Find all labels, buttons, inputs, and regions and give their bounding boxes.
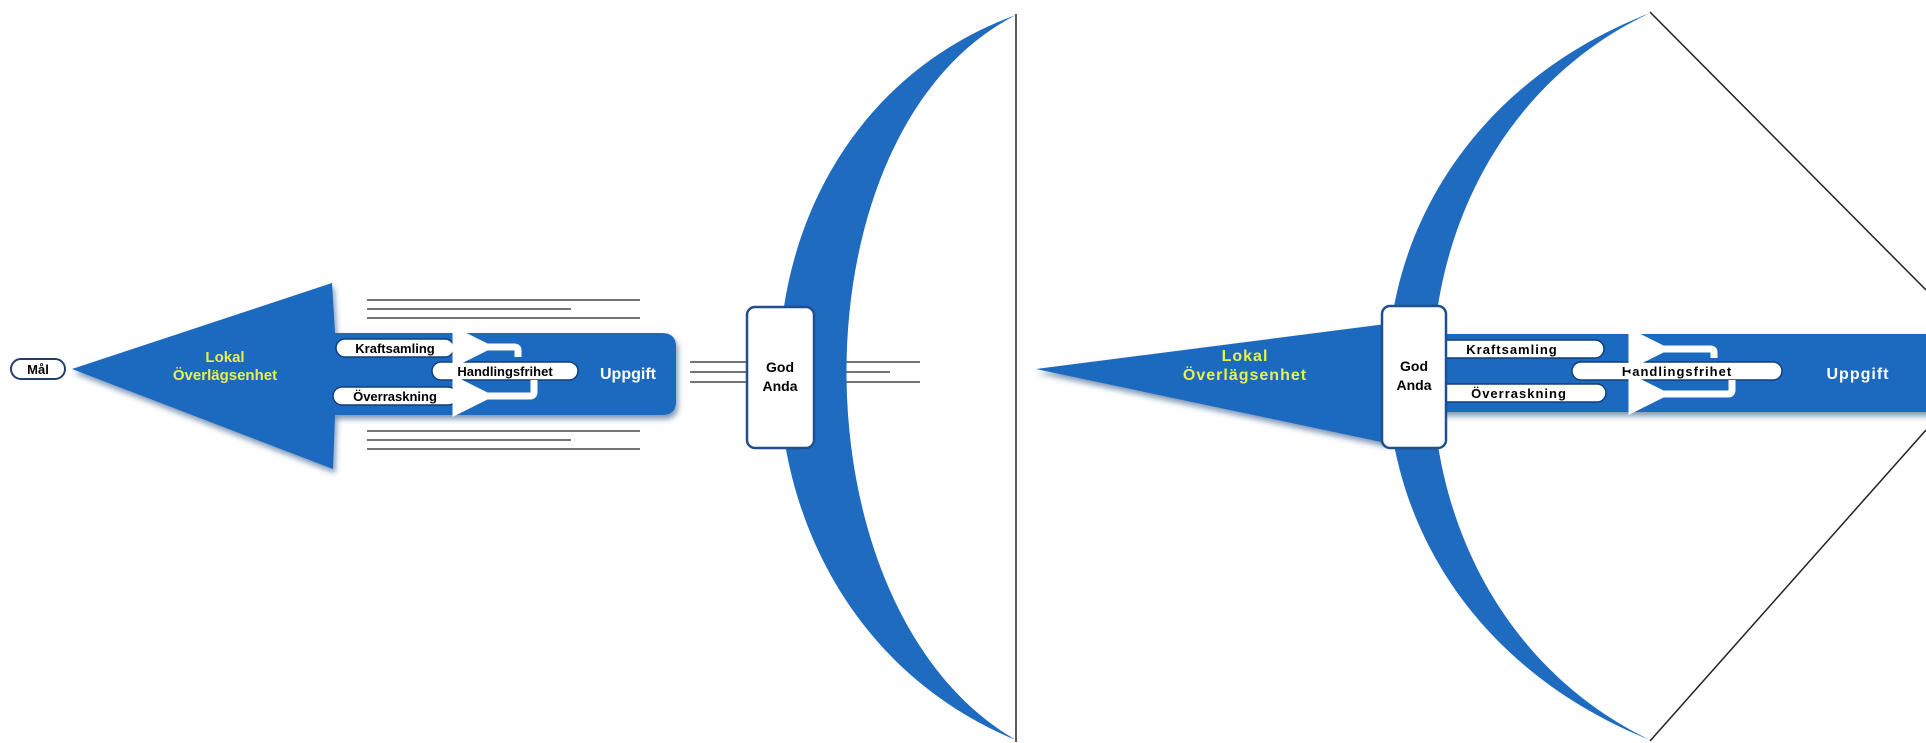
left-diagram: Mål Lokal Överlägsenhet Kraftsamling Han… xyxy=(10,14,1017,742)
left-grip-box: God Anda xyxy=(745,305,816,450)
right-grip-line2: Anda xyxy=(1397,377,1432,393)
svg-text:Överraskning: Överraskning xyxy=(353,389,437,404)
speed-lines-top xyxy=(367,299,640,319)
svg-text:Handlingsfrihet: Handlingsfrihet xyxy=(1622,364,1732,379)
right-bow-string xyxy=(1649,11,1926,742)
right-head-label-line1: Lokal xyxy=(1222,348,1269,365)
right-pill-handlingsfrihet: Handlingsfrihet xyxy=(1571,361,1783,381)
right-head-label-line2: Överlägsenhet xyxy=(1183,365,1307,384)
right-white-curved-arrows xyxy=(1628,328,1736,415)
right-tail-label: Uppgift xyxy=(1827,366,1890,383)
goal-label: Mål xyxy=(27,362,49,377)
speed-lines-bottom xyxy=(367,430,640,450)
left-grip-line1: God xyxy=(766,359,794,375)
svg-text:Överraskning: Överraskning xyxy=(1471,386,1567,401)
left-bow-limb xyxy=(779,15,1016,740)
svg-text:Handlingsfrihet: Handlingsfrihet xyxy=(457,364,553,379)
left-arrow-body xyxy=(72,283,676,469)
right-bow-limb xyxy=(1387,13,1650,740)
goal-pill: Mål xyxy=(10,358,66,380)
left-pill-overraskning: Överraskning xyxy=(332,386,458,406)
right-pill-kraftsamling: Kraftsamling xyxy=(1431,339,1605,359)
svg-text:Kraftsamling: Kraftsamling xyxy=(355,341,435,356)
right-pill-overraskning: Överraskning xyxy=(1431,383,1607,403)
left-head-label-line1: Lokal xyxy=(205,349,244,366)
left-pill-kraftsamling: Kraftsamling xyxy=(335,338,455,358)
right-diagram: Lokal Överlägsenhet Kraftsamling Handlin… xyxy=(1036,11,1926,742)
left-pill-handlingsfrihet: Handlingsfrihet xyxy=(431,361,579,381)
panel-divider xyxy=(1020,0,1028,743)
right-grip-box: God Anda xyxy=(1380,304,1448,450)
left-tail-label: Uppgift xyxy=(600,366,657,383)
svg-text:Kraftsamling: Kraftsamling xyxy=(1466,342,1557,357)
left-white-curved-arrows xyxy=(452,326,538,417)
left-grip-line2: Anda xyxy=(763,378,798,394)
right-grip-line1: God xyxy=(1400,358,1428,374)
left-head-label-line2: Överlägsenhet xyxy=(173,367,277,384)
